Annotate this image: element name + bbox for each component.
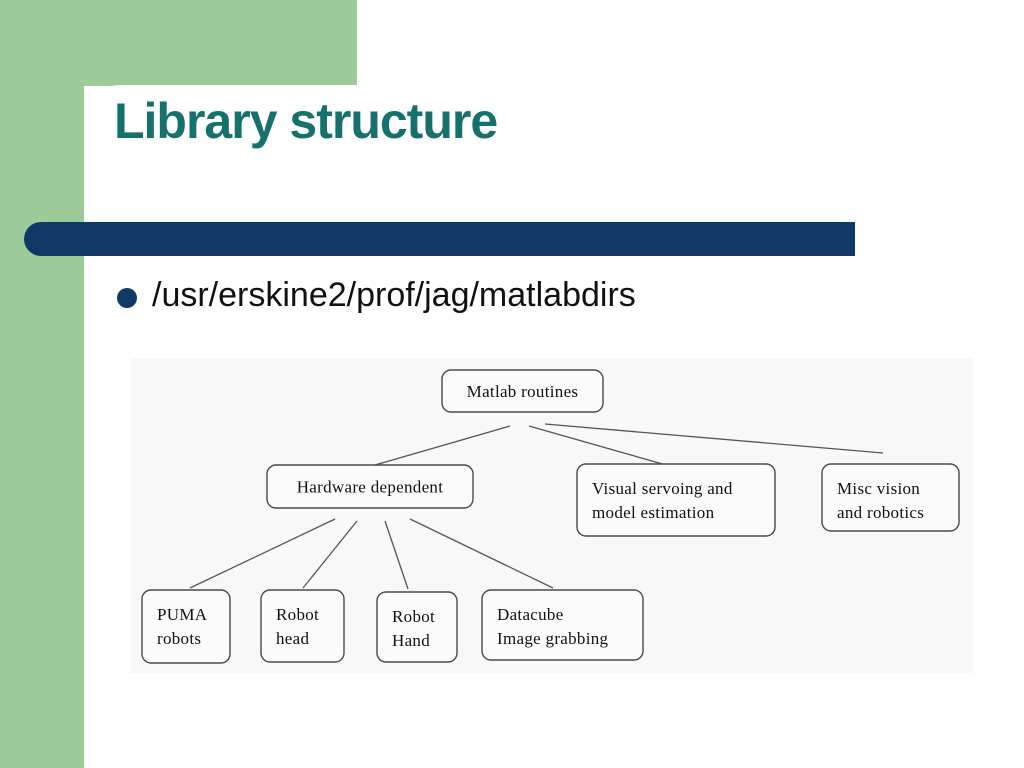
diagram-edge: [528, 425, 667, 466]
green-sidebar: [0, 0, 84, 768]
node-robot-head: Robot head: [260, 589, 345, 663]
diagram-edge: [374, 425, 511, 466]
node-hardware-dependent: Hardware dependent: [266, 464, 474, 509]
diagram-node-label: robots: [157, 629, 201, 648]
diagram-node-label: head: [276, 629, 309, 648]
diagram-node-label: Matlab routines: [467, 382, 579, 401]
diagram-edge: [384, 520, 409, 590]
slide-title: Library structure: [114, 93, 498, 149]
diagram-node-label: Image grabbing: [497, 629, 609, 648]
divider-bar: [24, 222, 855, 256]
diagram-node-label: Robot: [392, 607, 435, 626]
diagram-edge: [302, 520, 358, 589]
diagram-node-label: model estimation: [592, 503, 715, 522]
diagram-node-label: Robot: [276, 605, 319, 624]
diagram-edge: [189, 518, 336, 589]
bullet-item: /usr/erskine2/prof/jag/matlabdirs: [117, 276, 636, 315]
diagram-edge: [409, 518, 554, 589]
bullet-icon: [117, 287, 137, 308]
diagram-node-label: Visual servoing and: [592, 479, 733, 498]
diagram-node-label: and robotics: [837, 503, 924, 522]
bullet-text: /usr/erskine2/prof/jag/matlabdirs: [152, 276, 636, 314]
diagram-edge: [544, 423, 884, 454]
node-matlab-routines: Matlab routines: [441, 369, 604, 413]
node-visual-servoing: Visual servoing and model estimation: [576, 463, 776, 537]
diagram-node-label: Hand: [392, 631, 430, 650]
diagram-node-label: Hardware dependent: [297, 478, 444, 497]
node-misc-vision: Misc vision and robotics: [821, 463, 960, 532]
diagram-node-label: Datacube: [497, 605, 564, 624]
node-puma-robots: PUMA robots: [141, 589, 231, 664]
diagram-node-label: Misc vision: [837, 479, 920, 498]
diagram-node-label: PUMA: [157, 605, 208, 624]
